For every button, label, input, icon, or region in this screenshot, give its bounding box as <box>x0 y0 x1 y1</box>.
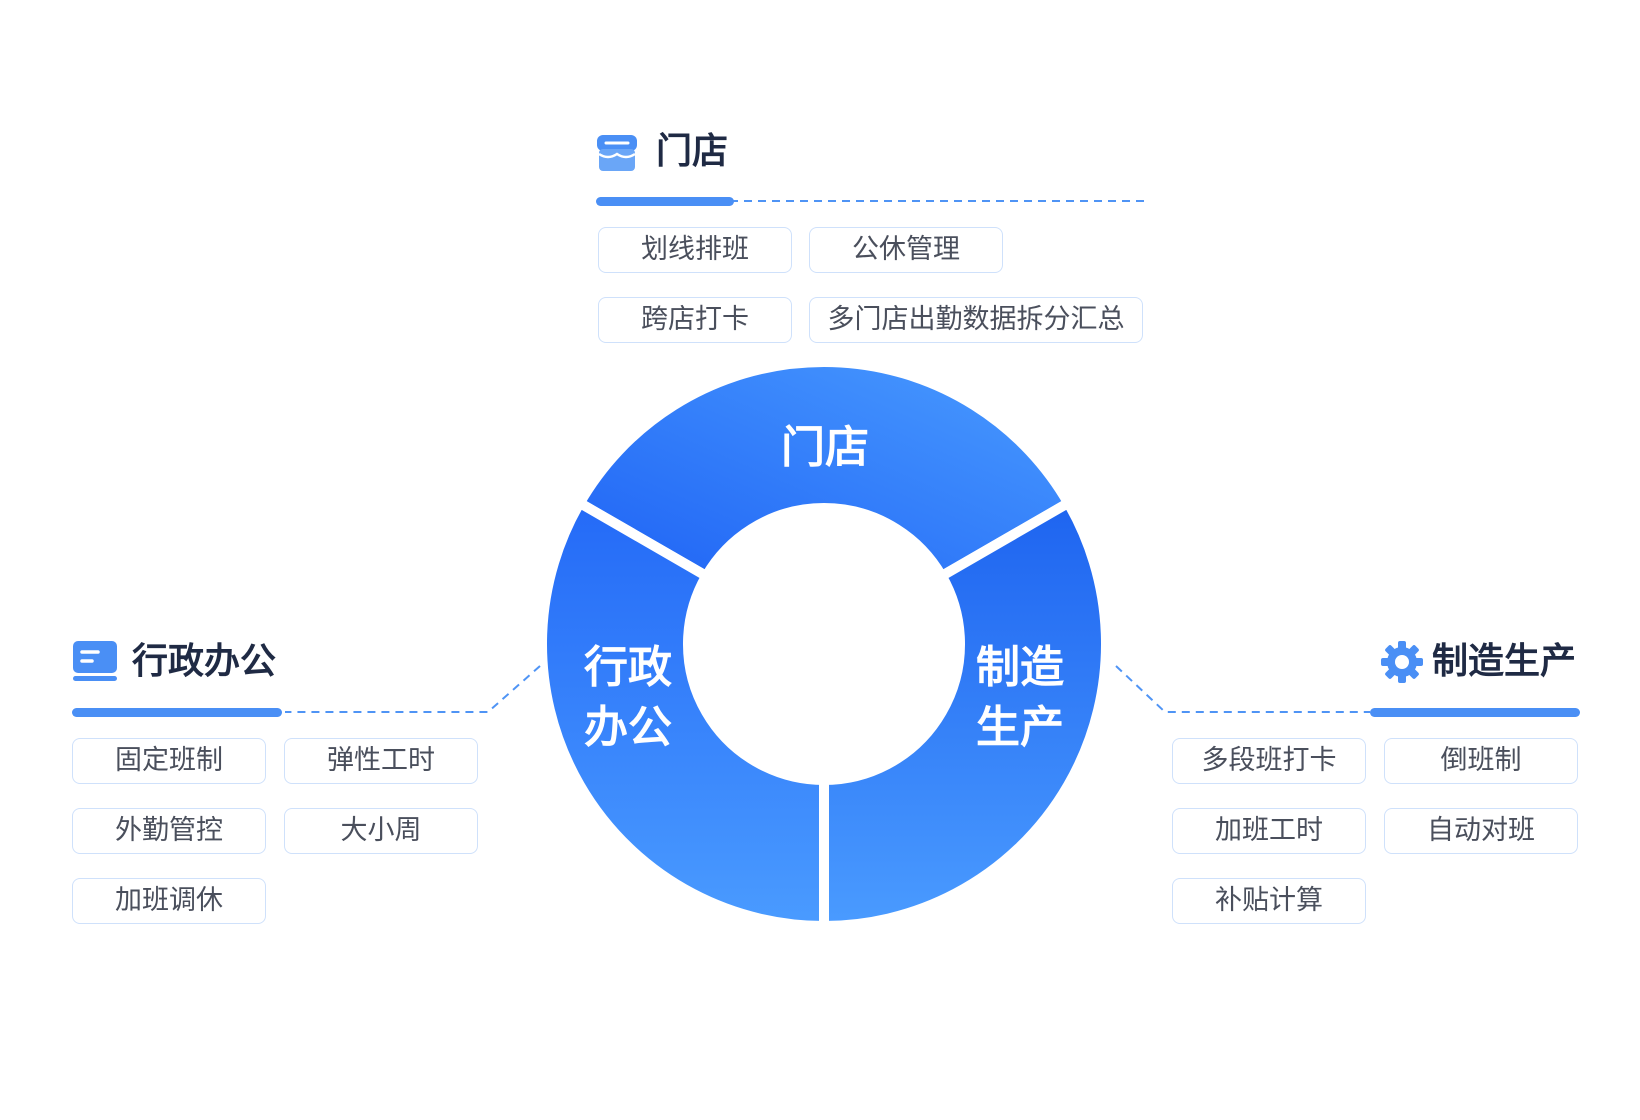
mfg-tag: 自动对班 <box>1384 808 1578 854</box>
admin-tag: 加班调休 <box>72 878 266 924</box>
document-icon <box>73 641 117 681</box>
mfg-title: 制造生产 <box>1432 641 1577 682</box>
store-tag: 多门店出勤数据拆分汇总 <box>809 297 1143 343</box>
ring-segment-store <box>572 357 1076 583</box>
ring-label-mfg: 制造 生产 <box>960 638 1080 758</box>
mfg-tag: 补贴计算 <box>1172 878 1366 924</box>
store-tag: 跨店打卡 <box>598 297 792 343</box>
mfg-underline <box>1370 708 1580 717</box>
ring-label-admin: 行政 办公 <box>568 638 688 758</box>
admin-tag: 固定班制 <box>72 738 266 784</box>
connector-mfg <box>1115 665 1370 713</box>
admin-title: 行政办公 <box>132 641 277 682</box>
mfg-tag: 多段班打卡 <box>1172 738 1366 784</box>
ring-label-mfg-line1: 制造 <box>976 642 1064 693</box>
ring-label-admin-line2: 办公 <box>584 702 672 753</box>
admin-tag: 弹性工时 <box>284 738 478 784</box>
ring-label-mfg-line2: 生产 <box>976 702 1064 753</box>
connector-admin <box>285 665 541 713</box>
ring-label-admin-line1: 行政 <box>584 642 672 693</box>
store-tag: 划线排班 <box>598 227 792 273</box>
ring-label-store: 门店 <box>781 422 869 473</box>
mfg-tag: 加班工时 <box>1172 808 1366 854</box>
admin-underline <box>72 708 282 717</box>
ring-segment-mfg <box>819 496 1111 932</box>
store-title: 门店 <box>656 131 729 172</box>
mfg-tag: 倒班制 <box>1384 738 1578 784</box>
admin-tag: 大小周 <box>284 808 478 854</box>
ring-segment-admin <box>537 496 829 932</box>
store-icon <box>597 135 637 171</box>
gear-icon <box>1381 641 1423 683</box>
store-underline <box>596 197 734 206</box>
store-tag: 公休管理 <box>809 227 1003 273</box>
admin-tag: 外勤管控 <box>72 808 266 854</box>
